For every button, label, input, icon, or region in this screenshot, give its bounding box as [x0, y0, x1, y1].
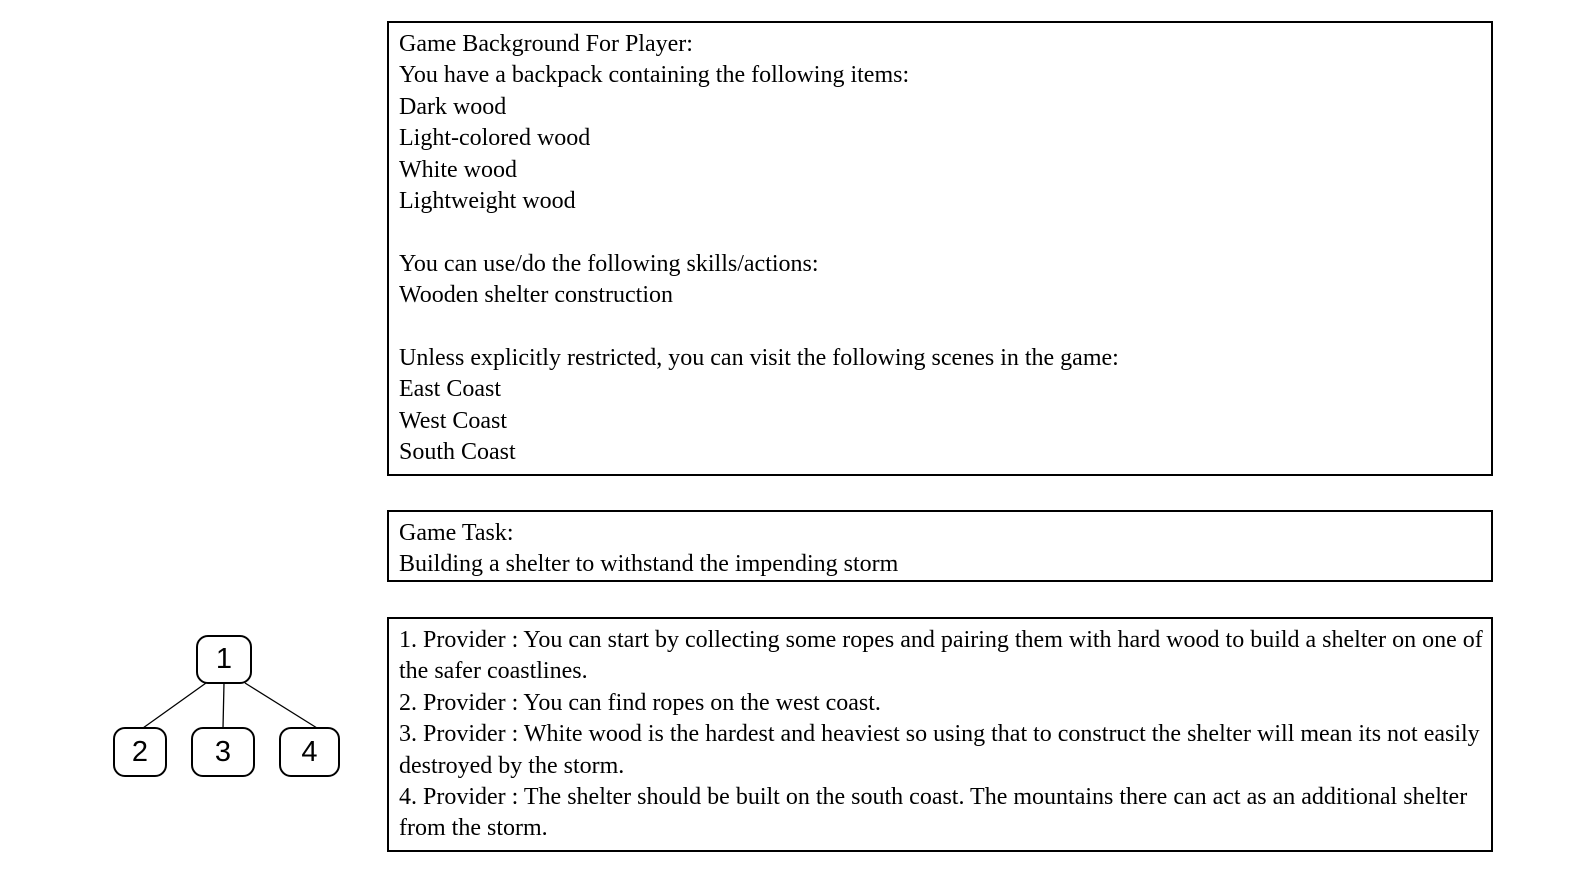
backpack-item: Lightweight wood — [399, 188, 576, 215]
task-title: Game Task: — [399, 520, 514, 546]
backpack-item: White wood — [399, 156, 517, 183]
game-task-box: Game Task: Building a shelter to withsta… — [387, 510, 1493, 582]
scenes-intro: Unless explicitly restricted, you can vi… — [399, 345, 1119, 372]
background-title: Game Background For Player: — [399, 31, 693, 57]
backpack-item: Light-colored wood — [399, 125, 591, 152]
scene-item: South Coast — [399, 439, 516, 466]
provider-message: 3. Provider : White wood is the hardest … — [399, 721, 1480, 779]
backpack-item: Dark wood — [399, 93, 507, 120]
backpack-intro: You have a backpack containing the follo… — [399, 62, 910, 89]
game-background-box: Game Background For Player: You have a b… — [387, 21, 1493, 476]
providers-box: 1. Provider : You can start by collectin… — [387, 617, 1493, 852]
tree-node-3: 3 — [191, 727, 255, 777]
tree-node-1: 1 — [196, 635, 252, 684]
tree-edge — [222, 682, 225, 729]
scene-item: East Coast — [399, 376, 501, 403]
scene-item: West Coast — [399, 407, 508, 434]
provider-message: 1. Provider : You can start by collectin… — [399, 627, 1483, 685]
skills-intro: You can use/do the following skills/acti… — [399, 250, 819, 277]
provider-message: 2. Provider : You can find ropes on the … — [399, 689, 881, 716]
blank-line — [399, 217, 1483, 248]
tree-edge — [244, 682, 318, 729]
tree-edge — [142, 682, 207, 729]
tree-node-4: 4 — [279, 727, 340, 777]
tree-node-2: 2 — [113, 727, 167, 777]
blank-line — [399, 312, 1483, 343]
skill-item: Wooden shelter construction — [399, 282, 673, 309]
provider-message: 4. Provider : The shelter should be buil… — [399, 784, 1468, 842]
task-description: Building a shelter to withstand the impe… — [399, 551, 899, 578]
